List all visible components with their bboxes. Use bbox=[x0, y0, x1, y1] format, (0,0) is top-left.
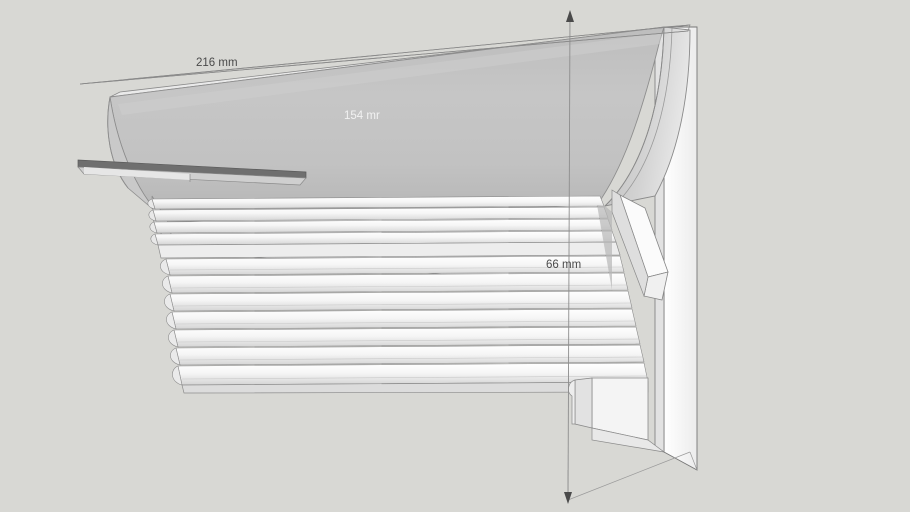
dimension-66-arrow[interactable] bbox=[564, 10, 574, 504]
base-block bbox=[568, 377, 665, 453]
cove-surface bbox=[109, 26, 665, 223]
dimension-216-leader[interactable] bbox=[79, 24, 691, 85]
cove-end-cap bbox=[603, 26, 691, 207]
reed-step bbox=[157, 241, 621, 259]
reeds-lower bbox=[160, 255, 649, 386]
reeds-upper bbox=[147, 195, 617, 246]
shelf-fillet bbox=[77, 159, 307, 186]
right-end-shade bbox=[597, 205, 612, 290]
diagonal-brace bbox=[611, 189, 669, 301]
